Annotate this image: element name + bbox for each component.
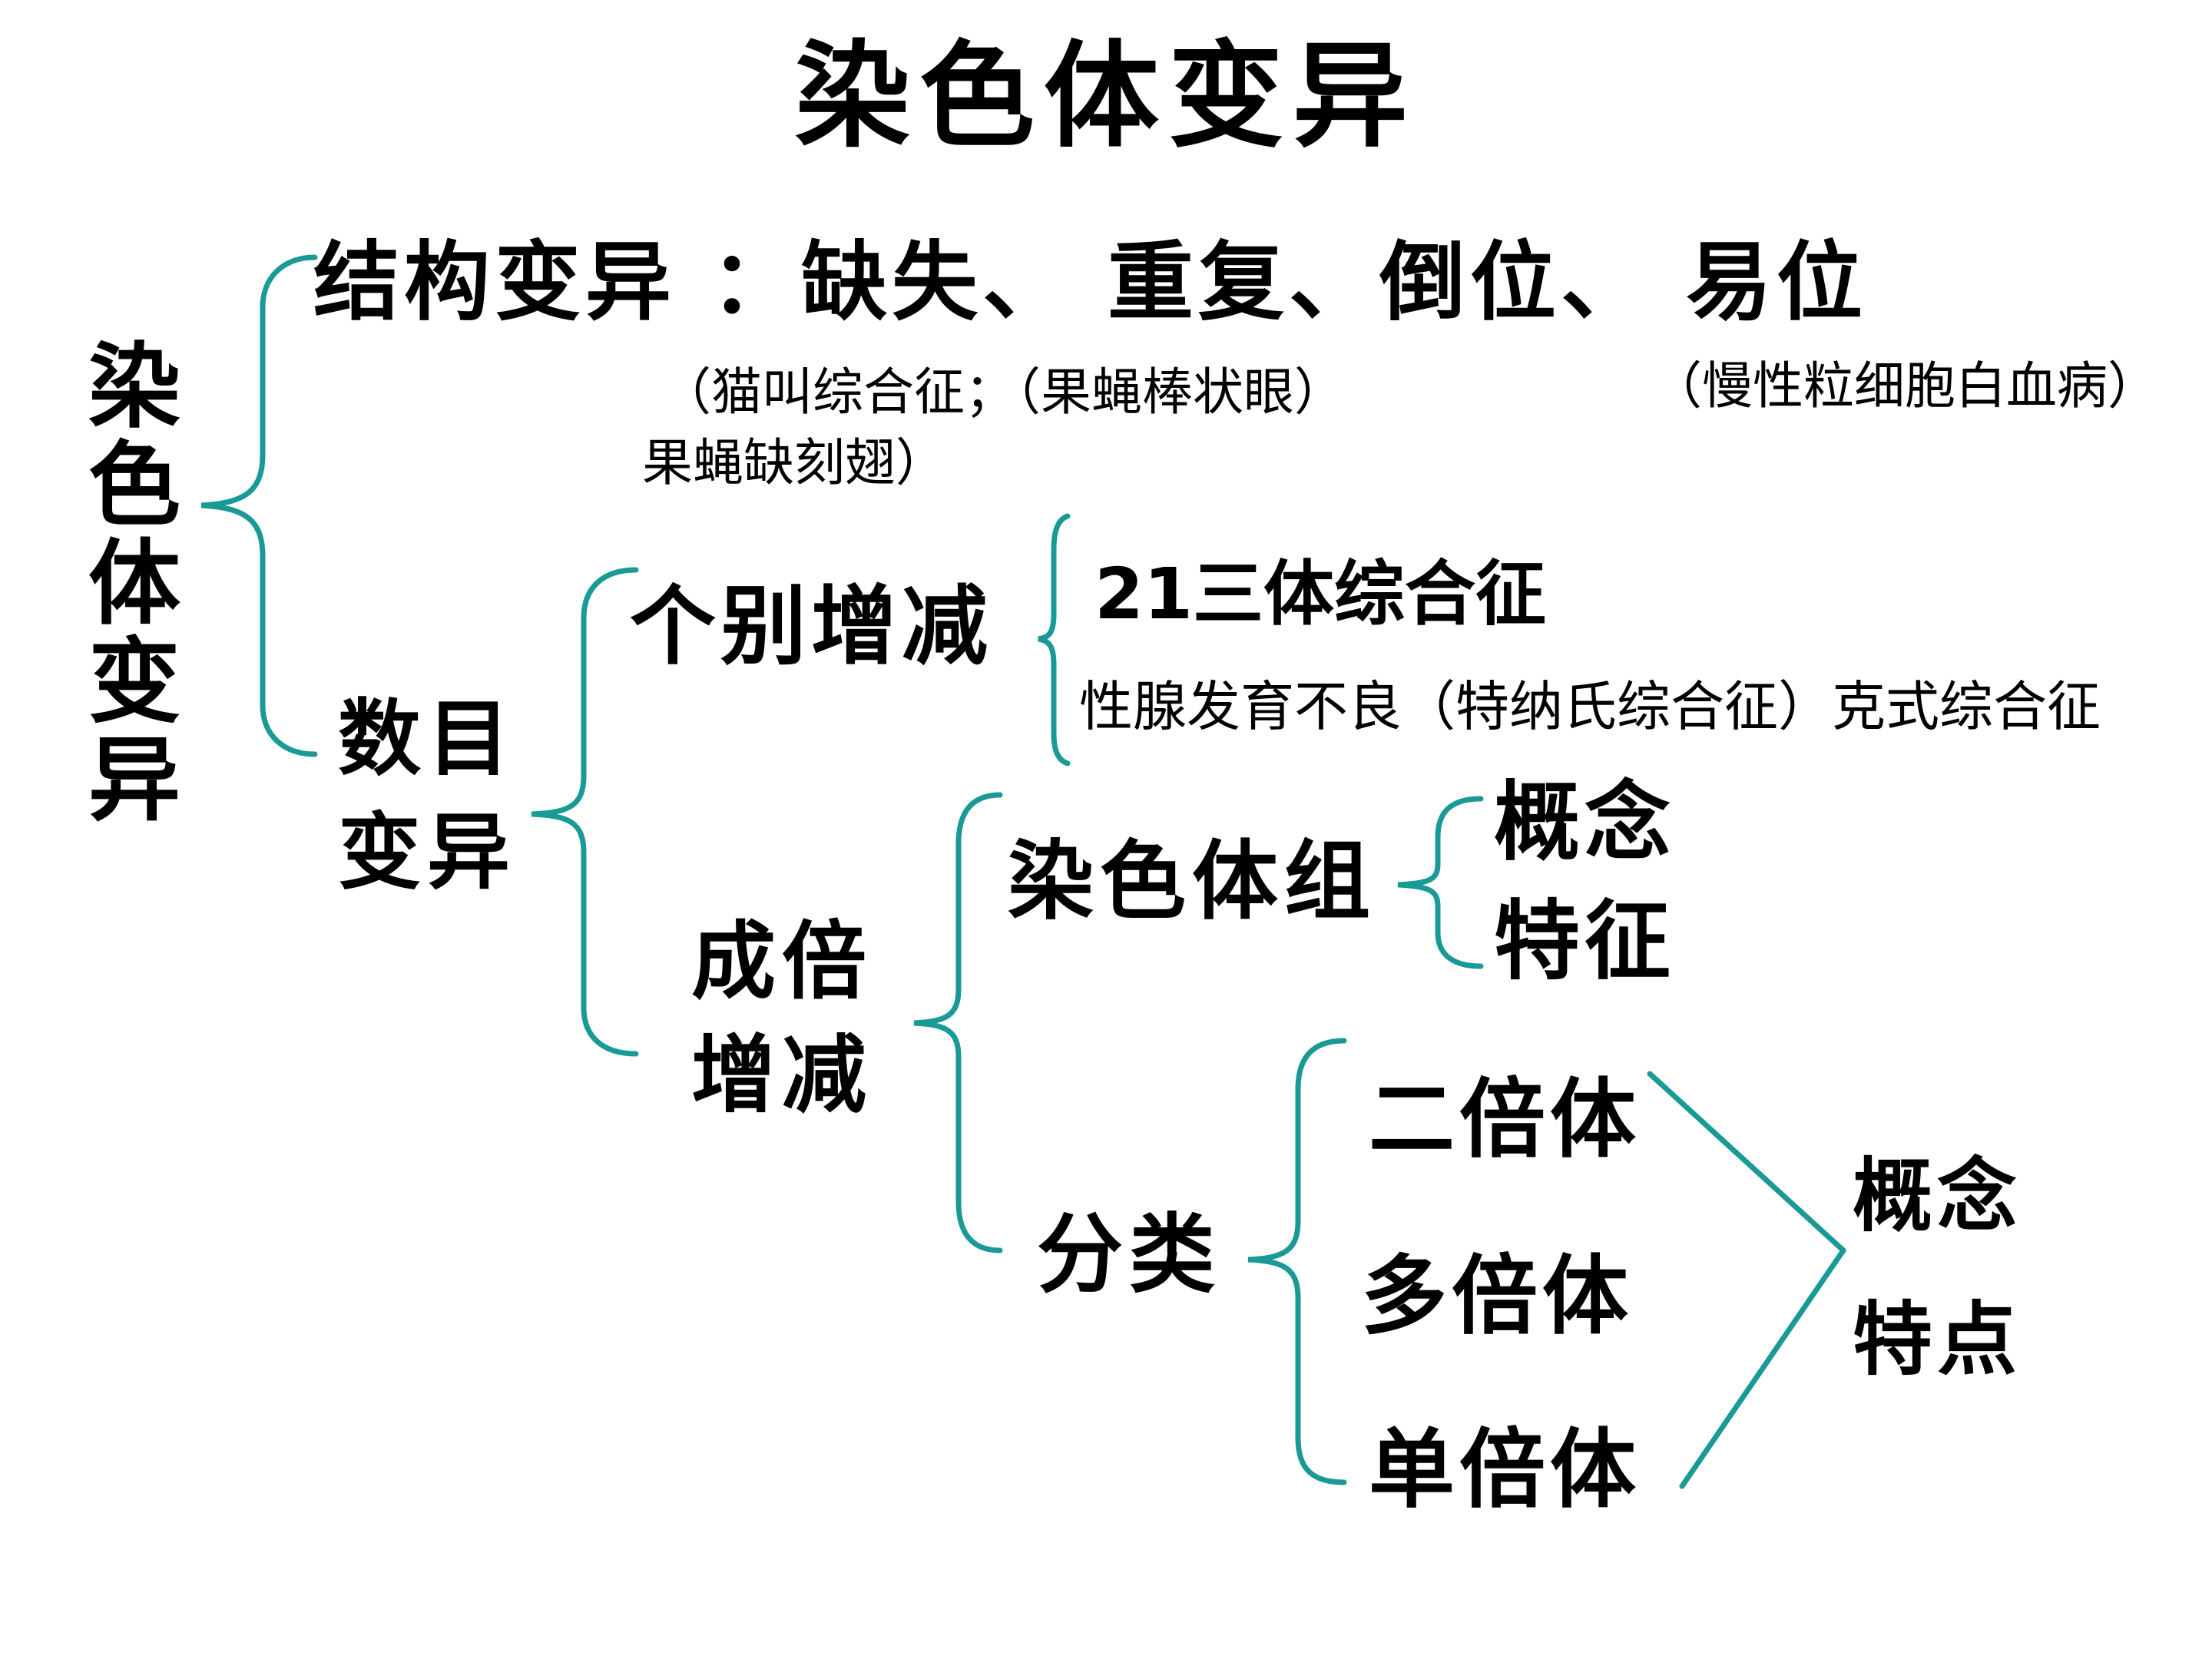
haploid-connector [1679, 1247, 1846, 1489]
multiple-change: 成倍增减 [691, 912, 873, 1124]
individual-brace [1038, 513, 1071, 767]
polyploid: 多倍体 [1361, 1246, 1633, 1346]
note-deletion: （猫叫综合征；（果蝇棒状眼） [661, 363, 1345, 422]
set-concept: 概念 [1494, 772, 1675, 873]
root-node: 染色体变异 [88, 333, 180, 834]
diploid-connector [1647, 1071, 1846, 1253]
structural-variation: 结构变异 ：缺失、 重复、倒位、 易位 [313, 232, 1867, 333]
individual-change: 个别增减 [630, 576, 992, 677]
root-brace [200, 254, 318, 757]
chromosome-set: 染色体组 [1008, 831, 1376, 932]
numerical-brace [531, 567, 639, 1057]
ploid-feature: 特点 [1853, 1292, 2022, 1386]
trisomy-21: 21三体综合征 [1094, 553, 1547, 635]
multiple-brace [913, 792, 1003, 1253]
classification: 分类 [1037, 1204, 1221, 1305]
ploid-concept: 概念 [1853, 1148, 2022, 1243]
numerical-variation: 数目变异 [338, 690, 517, 901]
set-brace [1397, 796, 1484, 969]
turner-klinefelter: 性腺发育不良（特纳氏综合征）克式综合征 [1079, 675, 2101, 738]
note-translocation: （慢性粒细胞白血病） [1651, 356, 2158, 416]
set-feature: 特征 [1494, 891, 1675, 992]
note-deletion-2: 果蝇缺刻翅） [642, 433, 946, 492]
classification-brace [1247, 1038, 1347, 1485]
diploid: 二倍体 [1369, 1069, 1641, 1170]
page-title: 染色体变异 [794, 28, 1417, 164]
haploid: 单倍体 [1369, 1419, 1641, 1520]
